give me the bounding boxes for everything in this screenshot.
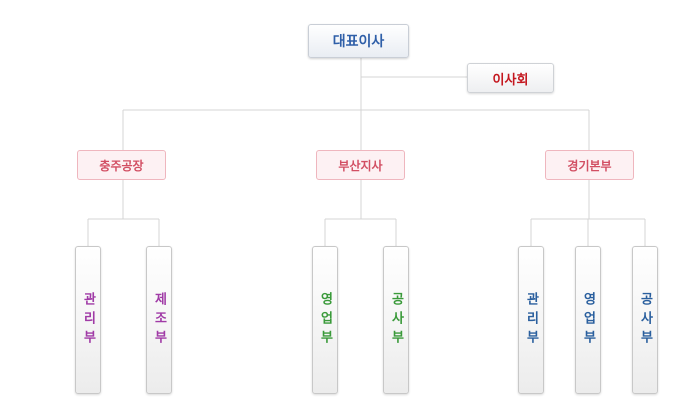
ceo-label: 대표이사 [332, 34, 385, 50]
dept-node-chungju-admin[interactable]: 관리부 [75, 246, 101, 394]
dept-label: 영업부 [317, 291, 333, 349]
branch-node-busan[interactable]: 부산지사 [316, 150, 405, 180]
dept-node-busan-construction[interactable]: 공사부 [383, 246, 409, 394]
board-node[interactable]: 이사회 [467, 63, 554, 93]
dept-node-gyeonggi-sales[interactable]: 영업부 [575, 246, 601, 394]
branch-node-chungju[interactable]: 충주공장 [77, 150, 166, 180]
branch-label: 경기본부 [567, 158, 612, 173]
dept-label: 공사부 [388, 291, 404, 349]
dept-node-gyeonggi-construction[interactable]: 공사부 [632, 246, 658, 394]
dept-label: 관리부 [80, 291, 96, 349]
board-label: 이사회 [492, 72, 529, 88]
branch-node-gyeonggi[interactable]: 경기본부 [545, 150, 634, 180]
dept-label: 제조부 [151, 291, 167, 349]
branch-label: 부산지사 [338, 158, 383, 173]
dept-label: 공사부 [637, 291, 653, 349]
dept-node-busan-sales[interactable]: 영업부 [312, 246, 338, 394]
dept-label: 관리부 [523, 291, 539, 349]
dept-node-chungju-manufacturing[interactable]: 제조부 [146, 246, 172, 394]
branch-label: 충주공장 [99, 158, 144, 173]
dept-node-gyeonggi-admin[interactable]: 관리부 [518, 246, 544, 394]
dept-label: 영업부 [580, 291, 596, 349]
ceo-node[interactable]: 대표이사 [308, 24, 409, 58]
